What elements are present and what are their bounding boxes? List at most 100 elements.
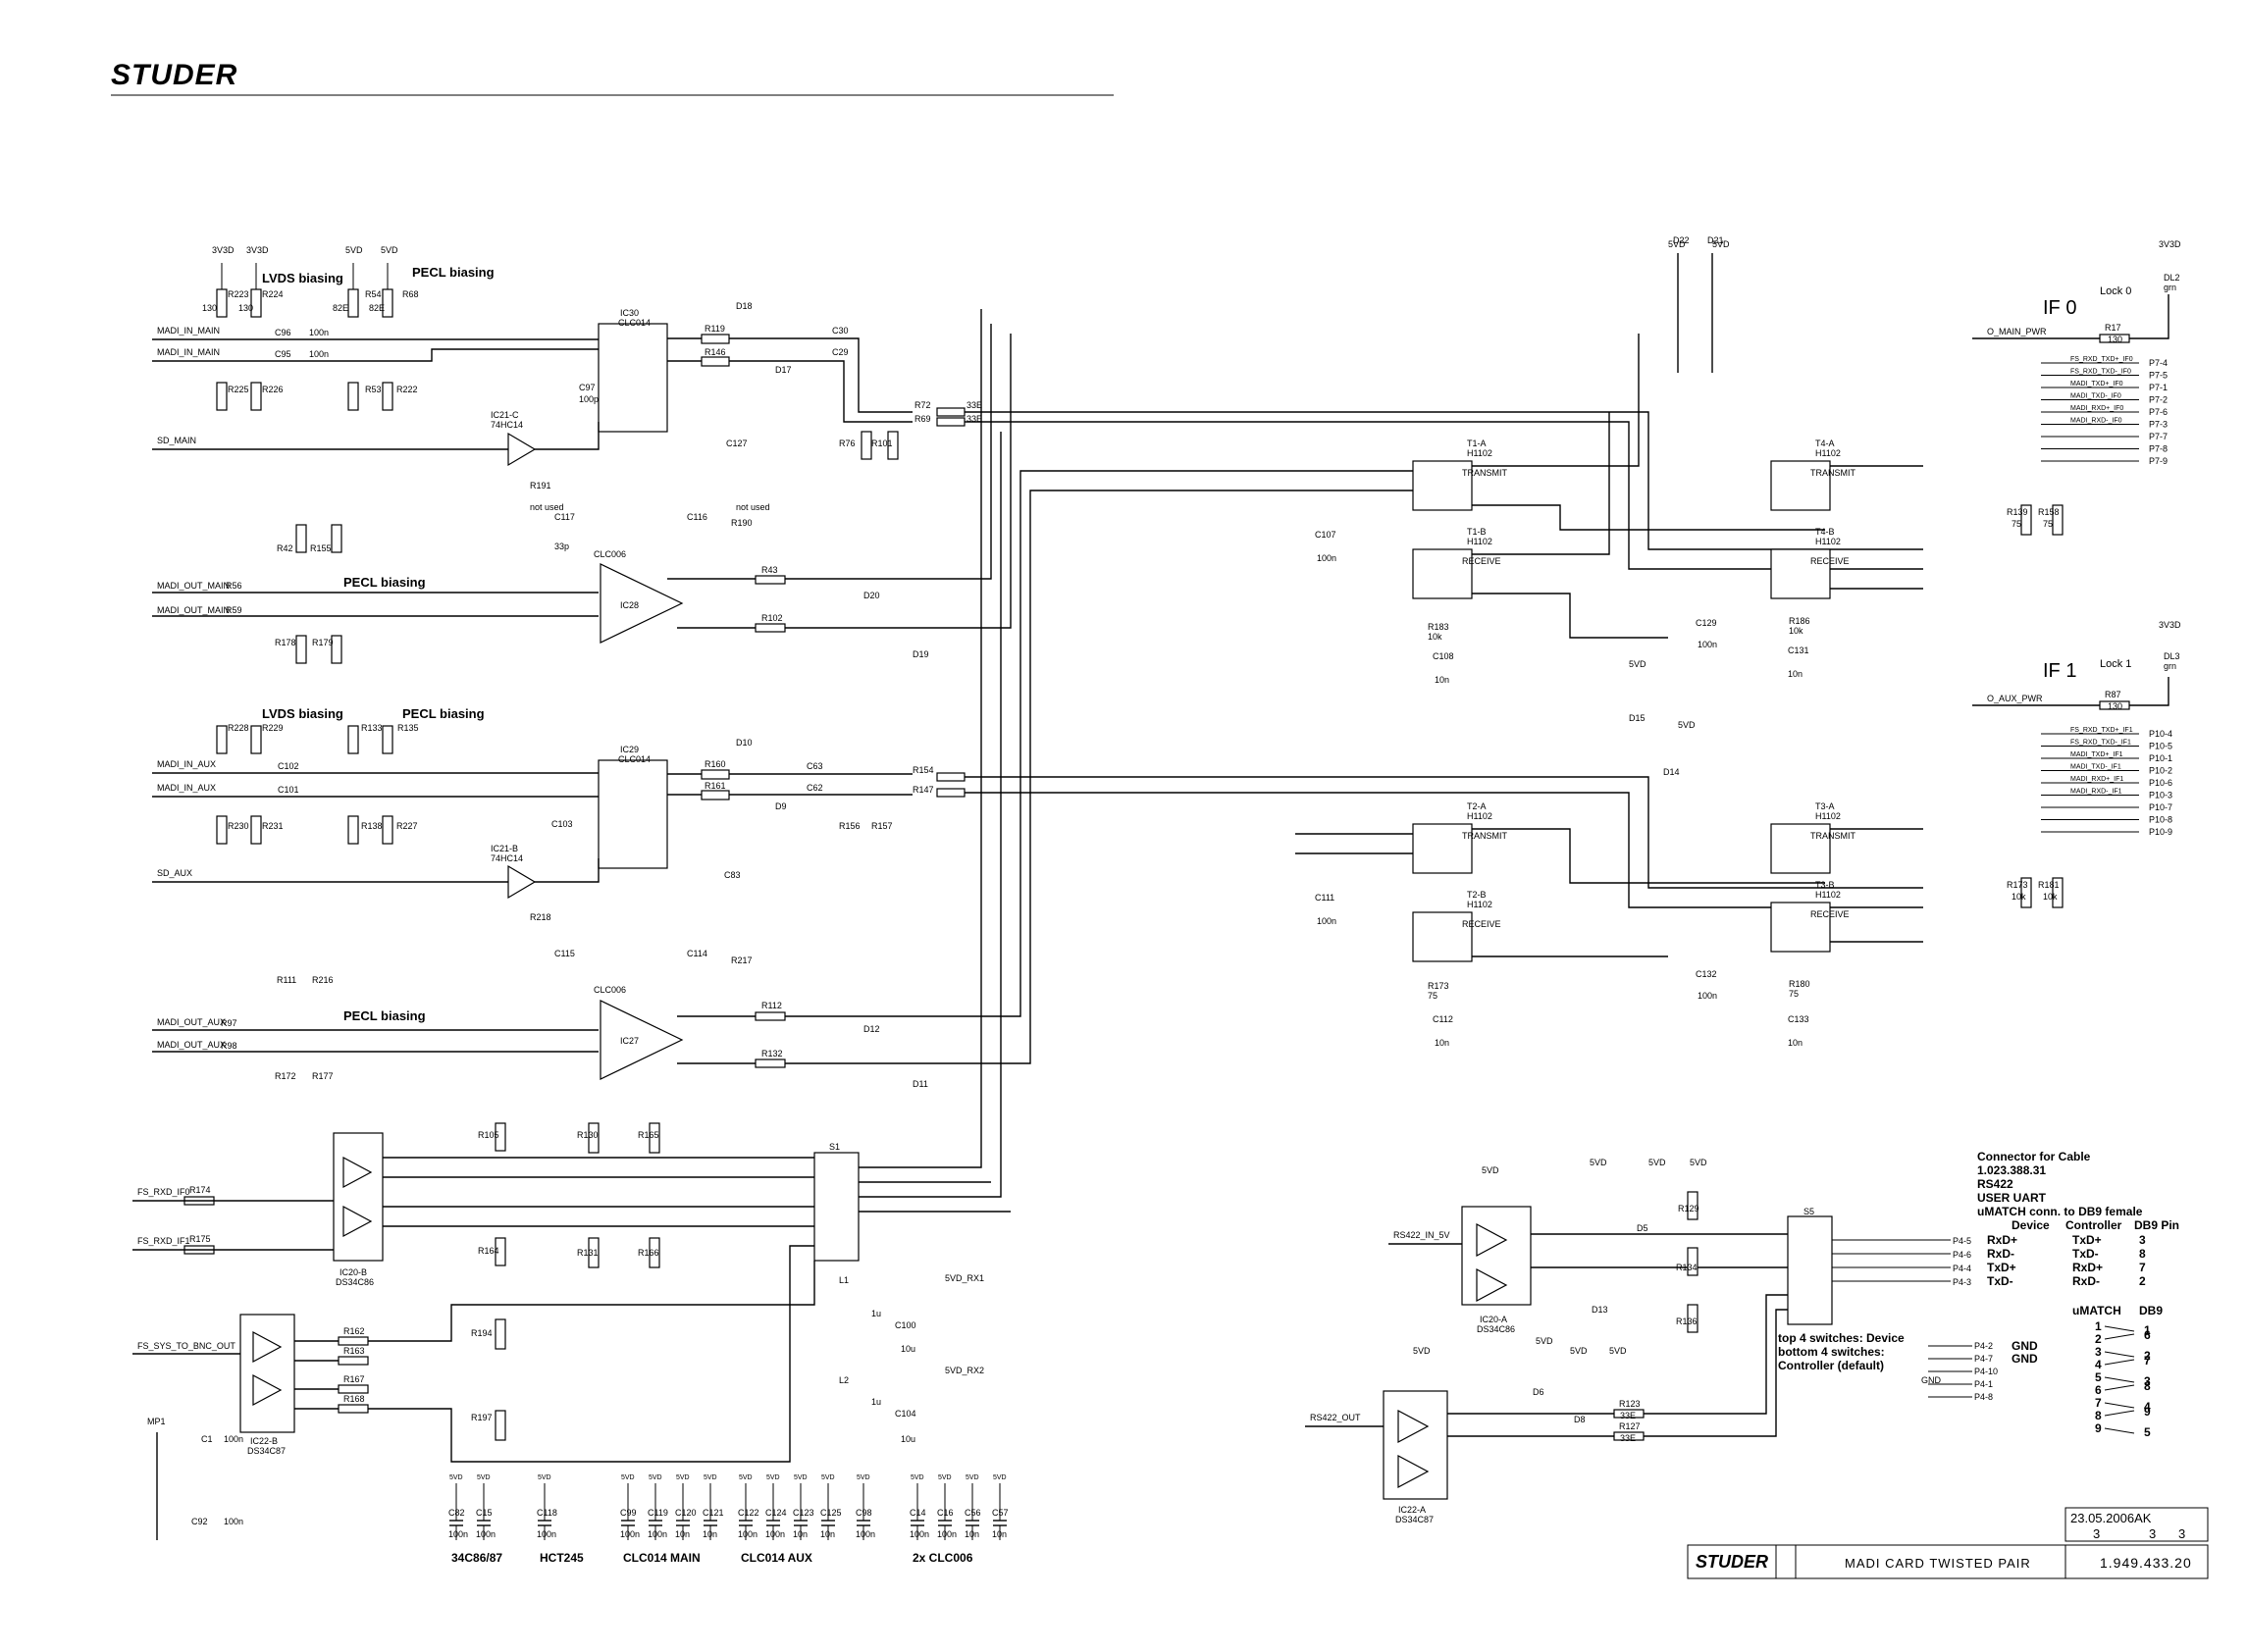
svg-text:R146: R146 bbox=[705, 347, 726, 357]
decoupling-cap-value: 100n bbox=[856, 1529, 875, 1539]
svg-text:R155: R155 bbox=[310, 543, 332, 553]
umatch-pin: 8 bbox=[2095, 1409, 2102, 1422]
svg-text:R225: R225 bbox=[228, 385, 249, 394]
svg-text:R139: R139 bbox=[2007, 507, 2028, 517]
t2a-transformer bbox=[1412, 823, 1473, 874]
db9-pin: 6 bbox=[2144, 1328, 2151, 1342]
svg-text:5VD: 5VD bbox=[1690, 1158, 1707, 1167]
svg-text:D19: D19 bbox=[913, 649, 929, 659]
svg-text:C29: C29 bbox=[832, 347, 849, 357]
if1-label: IF 1 bbox=[2043, 660, 2076, 682]
svg-text:IC21-B: IC21-B bbox=[491, 844, 518, 853]
connector-net-label: MADI_RXD+_IF0 bbox=[2070, 405, 2123, 412]
svg-text:R180: R180 bbox=[1789, 979, 1810, 989]
decoupling-supply: 5VD bbox=[911, 1474, 924, 1481]
fs-switch-section: FS_RXD_IF0 FS_RXD_IF1 R174 R175 IC20-B D… bbox=[132, 309, 1011, 1540]
connector-net-label: FS_RXD_TXD-_IF1 bbox=[2070, 740, 2131, 747]
svg-text:C131: C131 bbox=[1788, 645, 1809, 655]
svg-text:R138: R138 bbox=[361, 821, 383, 831]
lock0-label: Lock 0 bbox=[2100, 285, 2131, 297]
svg-text:C107: C107 bbox=[1315, 530, 1336, 540]
svg-text:R42: R42 bbox=[277, 543, 293, 553]
gnd-label: GND bbox=[2012, 1352, 2038, 1366]
svg-text:1.023.388.31: 1.023.388.31 bbox=[1977, 1163, 2046, 1177]
svg-text:D5: D5 bbox=[1637, 1223, 1648, 1233]
if0-connector-section: IF 0 Lock 0 3V3D DL2 grn O_MAIN_PWR R17 … bbox=[1972, 239, 2181, 536]
svg-text:R123: R123 bbox=[1619, 1399, 1641, 1409]
svg-text:CLC014: CLC014 bbox=[618, 318, 651, 328]
connector-pin-label: P10-4 bbox=[2149, 729, 2172, 739]
gnd-pin: P4-2 bbox=[1974, 1341, 1993, 1351]
connector-pin-label: P10-8 bbox=[2149, 815, 2172, 825]
net-madi-in-aux-n: MADI_IN_AUX bbox=[157, 783, 216, 793]
t3b-transformer bbox=[1770, 902, 1831, 953]
decoupling-supply: 5VD bbox=[477, 1474, 491, 1481]
svg-text:33E: 33E bbox=[967, 400, 982, 410]
svg-text:1u: 1u bbox=[871, 1309, 881, 1318]
svg-text:75: 75 bbox=[1789, 989, 1799, 999]
connector-net-label: FS_RXD_TXD+_IF1 bbox=[2070, 727, 2133, 734]
svg-text:C116: C116 bbox=[687, 512, 707, 522]
svg-text:H1102: H1102 bbox=[1815, 811, 1841, 821]
svg-text:D6: D6 bbox=[1533, 1387, 1544, 1397]
decoupling-supply: 5VD bbox=[621, 1474, 635, 1481]
uart-db9: 2 bbox=[2139, 1274, 2146, 1288]
decoupling-supply: 5VD bbox=[449, 1474, 463, 1481]
svg-text:100p: 100p bbox=[579, 394, 599, 404]
svg-text:T1-A: T1-A bbox=[1467, 439, 1487, 448]
svg-text:100n: 100n bbox=[309, 349, 329, 359]
svg-text:10u: 10u bbox=[901, 1434, 915, 1444]
svg-text:100n: 100n bbox=[1317, 916, 1336, 926]
svg-text:R190: R190 bbox=[731, 518, 753, 528]
svg-text:R53: R53 bbox=[365, 385, 382, 394]
svg-text:R111: R111 bbox=[277, 975, 296, 985]
db9-pin: 8 bbox=[2144, 1379, 2151, 1393]
svg-text:3V3D: 3V3D bbox=[2159, 239, 2181, 249]
svg-text:C30: C30 bbox=[832, 326, 849, 336]
connector-pin-label: P10-5 bbox=[2149, 742, 2172, 751]
uart-db9: 3 bbox=[2139, 1233, 2146, 1247]
svg-text:H1102: H1102 bbox=[1467, 900, 1492, 909]
svg-text:D17: D17 bbox=[775, 365, 792, 375]
decoupling-supply: 5VD bbox=[704, 1474, 717, 1481]
pecl-biasing-label-3: PECL biasing bbox=[402, 706, 485, 721]
s5-switch[interactable] bbox=[1787, 1215, 1833, 1325]
gnd-label: GND bbox=[2012, 1339, 2038, 1353]
svg-text:R68: R68 bbox=[402, 289, 419, 299]
connector-pin-label: P7-4 bbox=[2149, 358, 2168, 368]
svg-text:bottom 4 switches:: bottom 4 switches: bbox=[1778, 1345, 1885, 1359]
svg-text:R17: R17 bbox=[2105, 323, 2121, 333]
decoupling-cap-ref: C99 bbox=[620, 1508, 637, 1518]
svg-text:IC29: IC29 bbox=[620, 745, 639, 754]
svg-text:130: 130 bbox=[202, 303, 217, 313]
decoupling-cap-ref: C125 bbox=[820, 1508, 842, 1518]
svg-text:74HC14: 74HC14 bbox=[491, 420, 523, 430]
svg-text:33E: 33E bbox=[1620, 1433, 1636, 1443]
decoupling-supply: 5VD bbox=[857, 1474, 870, 1481]
uart-pin: P4-5 bbox=[1953, 1236, 1971, 1246]
decoupling-group-label: CLC014 MAIN bbox=[623, 1551, 701, 1565]
svg-text:R134: R134 bbox=[1676, 1263, 1698, 1272]
decoupling-cap-ref: C57 bbox=[992, 1508, 1009, 1518]
umatch-pin: 5 bbox=[2095, 1370, 2102, 1384]
connector-net-label: FS_RXD_TXD-_IF0 bbox=[2070, 369, 2131, 376]
svg-text:R154: R154 bbox=[913, 765, 934, 775]
uart-db9: 8 bbox=[2139, 1247, 2146, 1261]
svg-text:R102: R102 bbox=[761, 613, 783, 623]
svg-text:R132: R132 bbox=[761, 1049, 783, 1058]
connector-net-label: MADI_TXD+_IF1 bbox=[2070, 751, 2123, 758]
connector-net-label: MADI_RXD-_IF0 bbox=[2070, 418, 2122, 425]
svg-text:C100: C100 bbox=[895, 1320, 916, 1330]
svg-text:5VD: 5VD bbox=[1590, 1158, 1607, 1167]
svg-text:T4-B: T4-B bbox=[1815, 527, 1835, 537]
s1-switch[interactable] bbox=[813, 1152, 860, 1262]
net-madi-in-main-n: MADI_IN_MAIN bbox=[157, 347, 220, 357]
svg-text:C117: C117 bbox=[554, 512, 575, 522]
net-sd-main: SD_MAIN bbox=[157, 436, 196, 445]
umatch-pin: 1 bbox=[2095, 1319, 2102, 1333]
svg-text:R194: R194 bbox=[471, 1328, 493, 1338]
title-sheet: 3 bbox=[2093, 1526, 2100, 1541]
